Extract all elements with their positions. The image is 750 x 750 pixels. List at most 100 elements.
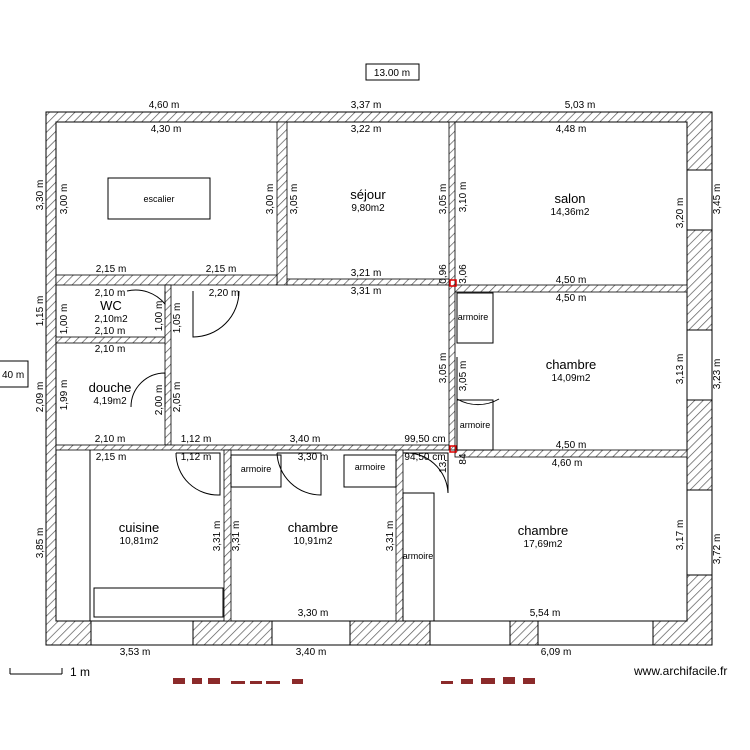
room-wc-name: WC — [100, 298, 122, 313]
dim-label: 1,05 m — [172, 303, 183, 334]
dim-label: 2,10 m — [95, 344, 126, 355]
dim-label: 2,15 m — [96, 452, 127, 463]
wardrobe-label: armoire — [241, 464, 272, 474]
room-sejour-name: séjour — [350, 187, 386, 202]
dim-label: 3,00 m — [265, 184, 276, 215]
dim-label: 3,10 m — [458, 182, 469, 213]
exterior-walls — [45, 111, 713, 646]
scale-label: 1 m — [70, 665, 90, 679]
dim-label: 3,37 m — [351, 100, 382, 111]
dim-label: 4,60 m — [552, 458, 583, 469]
room-douche-area: 4,19m2 — [93, 396, 127, 407]
dimension-labels-vertical: 3,30 m 1,15 m 2,09 m 3,85 m 3,00 m 3,00 … — [35, 180, 723, 565]
dim-label: 5,03 m — [565, 100, 596, 111]
dim-label: 4,50 m — [556, 275, 587, 286]
dim-label: 4,50 m — [556, 440, 587, 451]
dim-label: 3,22 m — [351, 124, 382, 135]
dim-label: 3,40 m — [296, 647, 327, 658]
dim-label: 1,12 m — [181, 452, 212, 463]
dim-label: 3,85 m — [35, 528, 46, 559]
room-cuisine-area: 10,81m2 — [120, 536, 159, 547]
dim-label: 1,00 m — [59, 304, 70, 335]
credit-label: www.archifacile.fr — [633, 664, 727, 678]
stair-label: escalier — [143, 194, 174, 204]
dim-label: 1,15 m — [35, 296, 46, 327]
dim-label: 2,00 m — [154, 385, 165, 416]
dim-label: 1,99 m — [59, 380, 70, 411]
dim-label: 4,60 m — [149, 100, 180, 111]
stair-box — [107, 177, 211, 220]
dim-label: 3,05 m — [438, 184, 449, 215]
dim-label: 3,31 m — [231, 521, 242, 552]
dim-label: 3,31 m — [385, 521, 396, 552]
dim-label: 3,05 m — [289, 184, 300, 215]
dim-label: 3,30 m — [35, 180, 46, 211]
dim-label: 3,31 m — [351, 286, 382, 297]
windows — [90, 169, 713, 646]
dimension-labels-horizontal: 4,60 m 3,37 m 5,03 m 4,30 m 3,22 m 4,48 … — [95, 100, 596, 658]
room-chambre2-name: chambre — [288, 520, 339, 535]
room-chambre1-area: 14,09m2 — [552, 373, 591, 384]
decorative-marks — [173, 677, 535, 684]
room-cuisine-name: cuisine — [119, 520, 159, 535]
dim-label: 1,12 m — [181, 434, 212, 445]
dim-label: 3,30 m — [298, 452, 329, 463]
wardrobe-label: armoire — [460, 420, 491, 430]
dim-label: 3,30 m — [298, 608, 329, 619]
dim-label: 3,45 m — [712, 184, 723, 215]
dim-label: 2,15 m — [96, 264, 127, 275]
dim-label: 2,10 m — [95, 434, 126, 445]
wardrobe-label: armoire — [403, 551, 434, 561]
left-total-label: 40 m — [2, 370, 24, 381]
room-salon-area: 14,36m2 — [551, 207, 590, 218]
dim-label: 4,50 m — [556, 293, 587, 304]
dim-label: 3,40 m — [290, 434, 321, 445]
wardrobe-label: armoire — [355, 462, 386, 472]
total-width-box — [365, 63, 420, 81]
room-chambre3-area: 17,69m2 — [524, 539, 563, 550]
dim-label: 2,20 m — [209, 288, 240, 299]
dim-label: 2,15 m — [206, 264, 237, 275]
dim-label: 3,17 m — [675, 520, 686, 551]
dim-label: 4,30 m — [151, 124, 182, 135]
dim-label: 3,23 m — [712, 359, 723, 390]
section-markers — [449, 279, 457, 453]
dim-label: 1,00 m — [154, 301, 165, 332]
dim-label: 4,48 m — [556, 124, 587, 135]
scale-bar — [9, 668, 63, 675]
dim-label: 3,21 m — [351, 268, 382, 279]
room-chambre1-name: chambre — [546, 357, 597, 372]
dim-label: 3,13 m — [675, 354, 686, 385]
wardrobe-ch2-right — [343, 454, 397, 488]
dim-label: 0,96 — [438, 264, 449, 284]
total-width-label: 13.00 m — [374, 68, 410, 79]
dim-label: 3,53 m — [120, 647, 151, 658]
wardrobe-ch1-top — [456, 292, 494, 344]
kitchen-counter — [93, 587, 224, 618]
dim-label: 94,50 cm — [404, 452, 445, 463]
dim-label: 3,20 m — [675, 198, 686, 229]
dim-label: 3,31 m — [212, 521, 223, 552]
dim-label: 3,05 m — [458, 361, 469, 392]
dim-label: 3,06 — [458, 264, 469, 284]
dim-label: 2,09 m — [35, 382, 46, 413]
room-salon-name: salon — [554, 191, 585, 206]
dim-label: 5,54 m — [530, 608, 561, 619]
dim-label: 13, — [438, 459, 449, 473]
dim-label: 3,05 m — [438, 353, 449, 384]
room-douche-name: douche — [89, 380, 132, 395]
wardrobe-ch1-bottom — [456, 399, 494, 451]
dim-label: 84 — [458, 453, 469, 465]
dim-label: 3,00 m — [59, 184, 70, 215]
left-total-box — [0, 360, 29, 388]
room-sejour-area: 9,80m2 — [351, 203, 385, 214]
dim-label: 2,10 m — [95, 288, 126, 299]
dim-label: 99,50 cm — [404, 434, 445, 445]
dim-label: 2,10 m — [95, 326, 126, 337]
room-wc-area: 2,10m2 — [94, 314, 128, 325]
fixtures — [89, 177, 494, 622]
room-chambre3-name: chambre — [518, 523, 569, 538]
wardrobe-label: armoire — [458, 312, 489, 322]
room-chambre2-area: 10,91m2 — [294, 536, 333, 547]
